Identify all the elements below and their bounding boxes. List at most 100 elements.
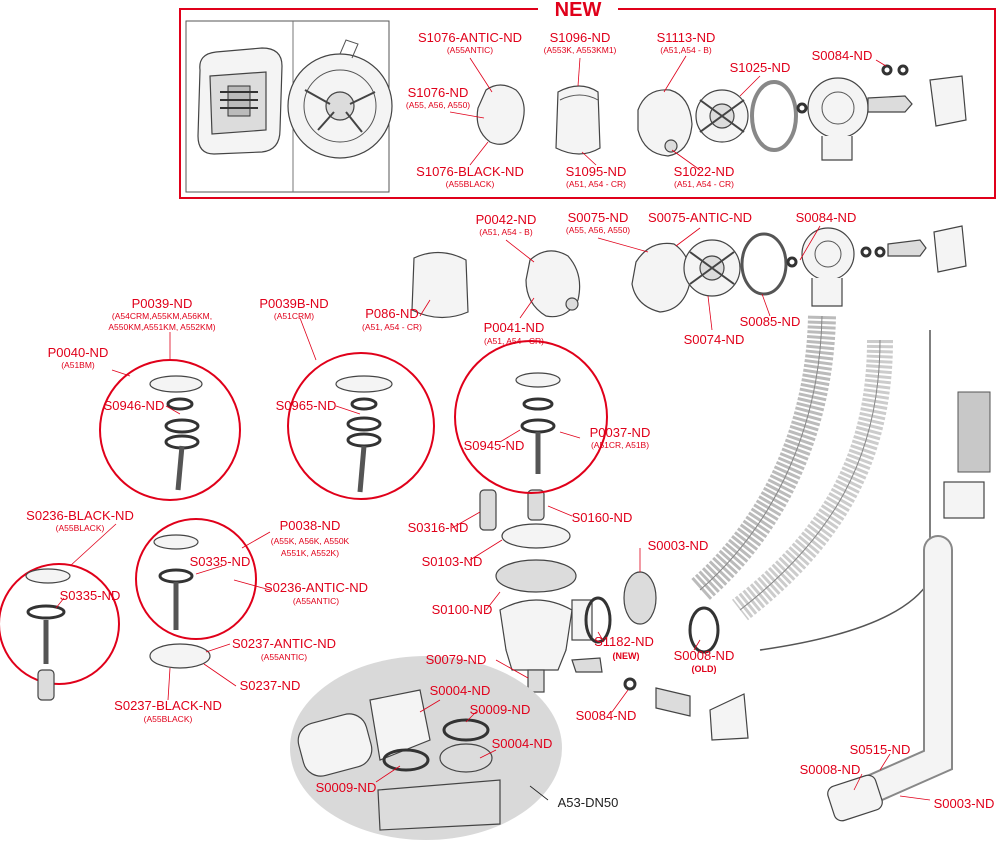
label-p0041-models: (A51, A54 - CR) <box>484 336 544 346</box>
label-s0237: S0237-ND <box>240 678 301 693</box>
label-s0335-mid: S0335-ND <box>190 554 251 569</box>
label-p086: P086-ND <box>365 306 418 321</box>
label-p0037: P0037-ND <box>590 425 651 440</box>
label-p0038-models-1: (A55K, A56K, A550K <box>271 536 350 546</box>
s1113-cover-shape <box>637 89 693 157</box>
label-s0008-mid-tag: (OLD) <box>692 664 717 674</box>
label-s0316: S0316-ND <box>408 520 469 535</box>
label-s0515: S0515-ND <box>850 742 911 757</box>
label-p086-models: (A51, A54 - CR) <box>362 322 422 332</box>
label-s1113: S1113-ND <box>657 30 716 45</box>
label-s1076-models: (A55, A56, A550) <box>406 100 470 110</box>
label-s0008-low: S0008-ND <box>800 762 861 777</box>
flexible-hoses <box>690 315 991 822</box>
label-p0038: P0038-ND <box>280 518 341 533</box>
a53-group <box>290 656 562 840</box>
label-s0237-antic-models: (A55ANTIC) <box>261 652 307 662</box>
overflow-assembly <box>411 225 967 319</box>
washer-icon <box>796 102 808 114</box>
label-s1076-black: S1076-BLACK-ND <box>416 164 524 179</box>
label-p0039b-models: (A51CRM) <box>274 311 314 321</box>
label-s0009-b: S0009-ND <box>316 780 377 795</box>
s1096-cap-shape <box>555 85 601 155</box>
label-p0042: P0042-ND <box>476 212 537 227</box>
label-p0037-models: (A51CR, A51B) <box>591 440 649 450</box>
new-banner-backdrop <box>538 0 618 20</box>
label-s0085: S0085-ND <box>740 314 801 329</box>
popup-circle-p0039 <box>99 359 241 501</box>
label-s1182: S1182-ND <box>594 634 654 649</box>
popup-circle-p0039b <box>287 352 435 500</box>
label-s0075-models: (A55, A56, A550) <box>566 225 630 235</box>
label-s0084-mid: S0084-ND <box>796 210 857 225</box>
drive-gear-icon <box>220 85 258 117</box>
label-s0236-black: S0236-BLACK-ND <box>26 508 134 523</box>
label-s0236-black-models: (A55BLACK) <box>56 523 105 533</box>
label-s0160: S0160-ND <box>572 510 633 525</box>
preview-inset <box>185 20 393 193</box>
part-labels: S1076-ANTIC-ND (A55ANTIC) S1096-ND (A553… <box>26 30 994 811</box>
label-s0074: S0074-ND <box>684 332 745 347</box>
label-s1076-black-models: (A55BLACK) <box>446 179 495 189</box>
label-s0965: S0965-ND <box>276 398 337 413</box>
label-s1025: S1025-ND <box>730 60 791 75</box>
label-s0945: S0945-ND <box>464 438 525 453</box>
label-s1022-models: (A51, A54 - CR) <box>674 179 734 189</box>
popup-circle-p0038 <box>135 518 257 640</box>
label-p0040-models: (A51BM) <box>61 360 95 370</box>
new-banner-title: NEW <box>555 0 602 21</box>
label-p0042-models: (A51, A54 - B) <box>479 227 533 237</box>
popup-circle-s0236-black <box>0 563 120 701</box>
s1076-cap-shape <box>476 84 525 145</box>
new-parts-panel: NEW <box>179 0 996 199</box>
label-s0100: S0100-ND <box>432 602 493 617</box>
label-p0041: P0041-ND <box>484 320 545 335</box>
label-s1096: S1096-ND <box>550 30 611 45</box>
label-p0038-models-2: A551K, A552K) <box>281 548 339 558</box>
popup-circle-p0037 <box>454 340 608 494</box>
label-p0039-models-2: A550KM,A551KM, A552KM) <box>108 322 215 332</box>
label-s0237-black: S0237-BLACK-ND <box>114 698 222 713</box>
label-s0236-antic-models: (A55ANTIC) <box>293 596 339 606</box>
label-s0084-low: S0084-ND <box>576 708 637 723</box>
label-s0103: S0103-ND <box>422 554 483 569</box>
p0041-cover-shape <box>525 250 581 318</box>
s0237-flange-shape <box>149 643 211 669</box>
label-s0079: S0079-ND <box>426 652 487 667</box>
label-s1076: S1076-ND <box>408 85 469 100</box>
label-a53-dn50: A53-DN50 <box>558 795 619 810</box>
label-p0039b: P0039B-ND <box>259 296 328 311</box>
label-p0039: P0039-ND <box>132 296 193 311</box>
waste-assembly <box>479 489 749 741</box>
seal-ring-shape <box>750 80 798 152</box>
label-s0237-antic: S0237-ANTIC-ND <box>232 636 336 651</box>
label-s1182-tag: (NEW) <box>613 651 640 661</box>
label-s1095-models: (A51, A54 - CR) <box>566 179 626 189</box>
label-s0004-a: S0004-ND <box>430 683 491 698</box>
label-s0008-mid: S0008-ND <box>674 648 735 663</box>
label-s0084-top: S0084-ND <box>812 48 873 63</box>
label-p0040: P0040-ND <box>48 345 109 360</box>
p086-cap-shape <box>411 251 469 319</box>
label-s0335-left: S0335-ND <box>60 588 121 603</box>
label-s1096-models: (A553K, A553KM1) <box>544 45 617 55</box>
label-s0009-a: S0009-ND <box>470 702 531 717</box>
leader-lines <box>55 55 931 801</box>
overflow-body-top <box>807 75 967 161</box>
label-s0003-low: S0003-ND <box>934 796 995 811</box>
label-s1113-models: (A51,A54 - B) <box>660 45 712 55</box>
label-s1095: S1095-ND <box>566 164 627 179</box>
label-s0236-antic: S0236-ANTIC-ND <box>264 580 368 595</box>
label-s0075: S0075-ND <box>568 210 629 225</box>
label-s0946: S0946-ND <box>104 398 165 413</box>
overflow-hose <box>690 315 836 601</box>
label-s0075-antic: S0075-ANTIC-ND <box>648 210 752 225</box>
label-p0039-models-1: (A54CRM,A55KM,A56KM, <box>112 311 212 321</box>
s0085-gasket-shape <box>740 232 788 296</box>
label-s0237-black-models: (A55BLACK) <box>144 714 193 724</box>
corrugated-section <box>957 391 991 473</box>
label-s0003-mid: S0003-ND <box>648 538 709 553</box>
label-s1076-antic: S1076-ANTIC-ND <box>418 30 522 45</box>
